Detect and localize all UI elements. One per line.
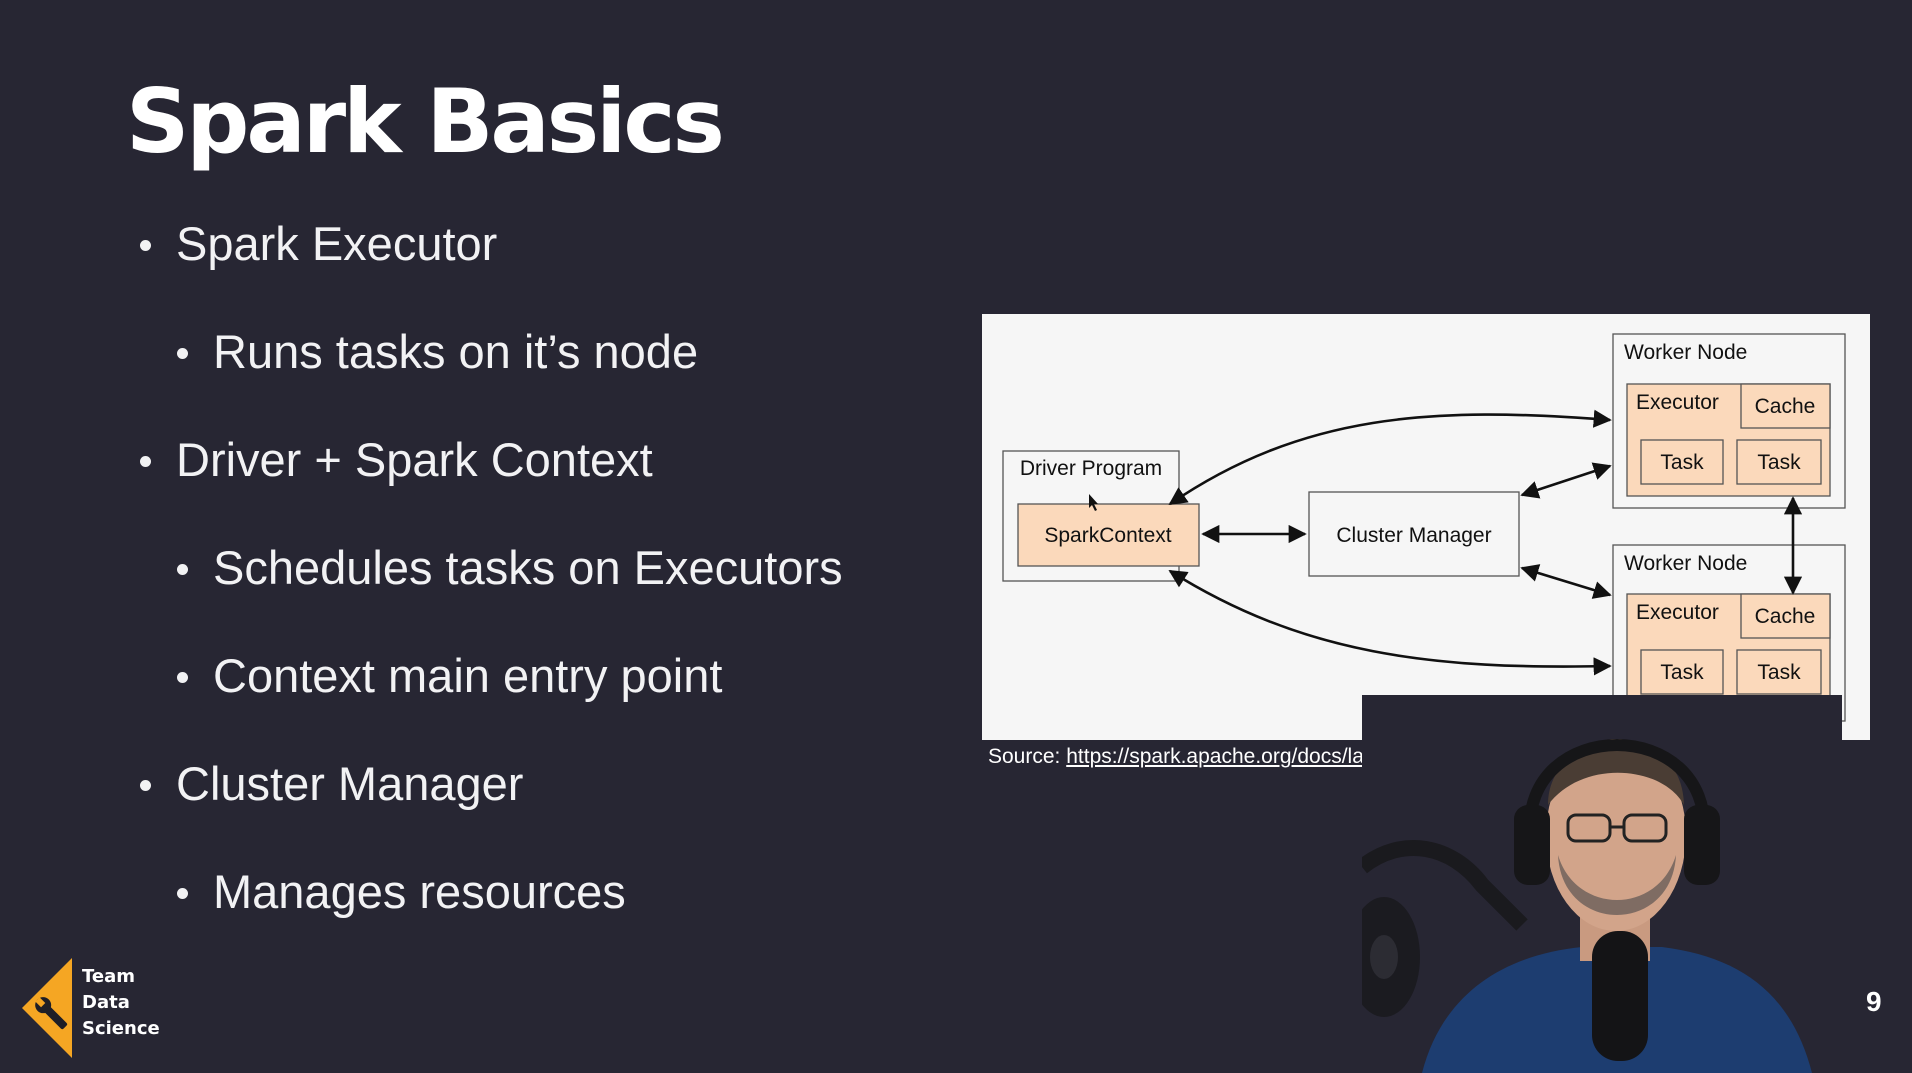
arrow-context-to-executor-2: [1168, 569, 1612, 676]
executor-1-label: Executor: [1636, 391, 1719, 414]
task-1b-box: [1736, 439, 1822, 485]
mouse-cursor-icon: [1089, 494, 1098, 511]
driver-program-label: Driver Program: [1020, 457, 1162, 480]
task-2b-box: [1736, 649, 1822, 695]
bullet-schedules-tasks: Schedules tasks on Executors: [177, 541, 843, 594]
task-2b-label: Task: [1757, 661, 1801, 684]
task-2a-box: [1640, 649, 1724, 695]
slide-title: Spark Basics: [126, 70, 725, 173]
diagram-svg: Driver Program SparkContext Cluster Mana…: [1002, 333, 1846, 722]
logo-line-1: Team: [82, 966, 135, 987]
bullet-spark-executor: Spark Executor: [139, 217, 498, 270]
task-2a-label: Task: [1660, 661, 1704, 684]
task-1b-label: Task: [1757, 451, 1801, 474]
cluster-manager-box: Cluster Manager: [1308, 491, 1520, 577]
task-1a-label: Task: [1660, 451, 1704, 474]
mic-arm: [1362, 840, 1528, 931]
bullet-runs-tasks: Runs tasks on it’s node: [176, 325, 699, 378]
source-prefix: Source:: [988, 745, 1061, 768]
microphone: [1592, 931, 1648, 1061]
logo-text: Team Data Science: [82, 964, 160, 1042]
bullet-cluster-manager: Cluster Manager: [139, 757, 524, 810]
cluster-manager-label: Cluster Manager: [1336, 524, 1491, 547]
presenter-face: [1546, 739, 1686, 931]
executor-2-label: Executor: [1636, 601, 1719, 624]
arrow-manager-to-worker-1: [1520, 462, 1612, 499]
worker-node-2-label: Worker Node: [1624, 552, 1747, 575]
driver-program-box: Driver Program SparkContext: [1002, 450, 1200, 582]
worker-node-1: Worker Node Executor Cache Task Task: [1612, 333, 1846, 509]
bullet-driver-context: Driver + Spark Context: [140, 433, 653, 486]
sparkcontext-label: SparkContext: [1044, 524, 1171, 547]
worker-node-1-label: Worker Node: [1624, 341, 1747, 364]
cache-1-label: Cache: [1755, 395, 1816, 418]
headphones: [1523, 739, 1711, 836]
worker-node-2: Worker Node Executor Cache Task Task: [1612, 544, 1846, 722]
cache-1-box: [1740, 383, 1831, 429]
arrow-manager-to-worker-2: [1520, 564, 1612, 599]
cluster-overview-diagram: Driver Program SparkContext Cluster Mana…: [982, 314, 1870, 740]
diagram-arrows: [1168, 409, 1803, 676]
arrow-context-to-executor-1: [1168, 409, 1612, 506]
presenter-webcam: [1362, 695, 1842, 1073]
cache-2-label: Cache: [1755, 605, 1816, 628]
logo-line-3: Science: [82, 1018, 160, 1039]
team-data-science-logo: [22, 958, 72, 1058]
wrench-icon: [35, 997, 68, 1030]
task-1a-box: [1640, 439, 1724, 485]
page-number: 9: [1866, 986, 1882, 1017]
cache-2-box: [1740, 593, 1831, 639]
logo-line-2: Data: [82, 992, 130, 1013]
sparkcontext-box: [1017, 503, 1200, 567]
bullet-entry-point: Context main entry point: [176, 649, 723, 702]
bullet-manages-resources: Manages resources: [177, 865, 626, 918]
